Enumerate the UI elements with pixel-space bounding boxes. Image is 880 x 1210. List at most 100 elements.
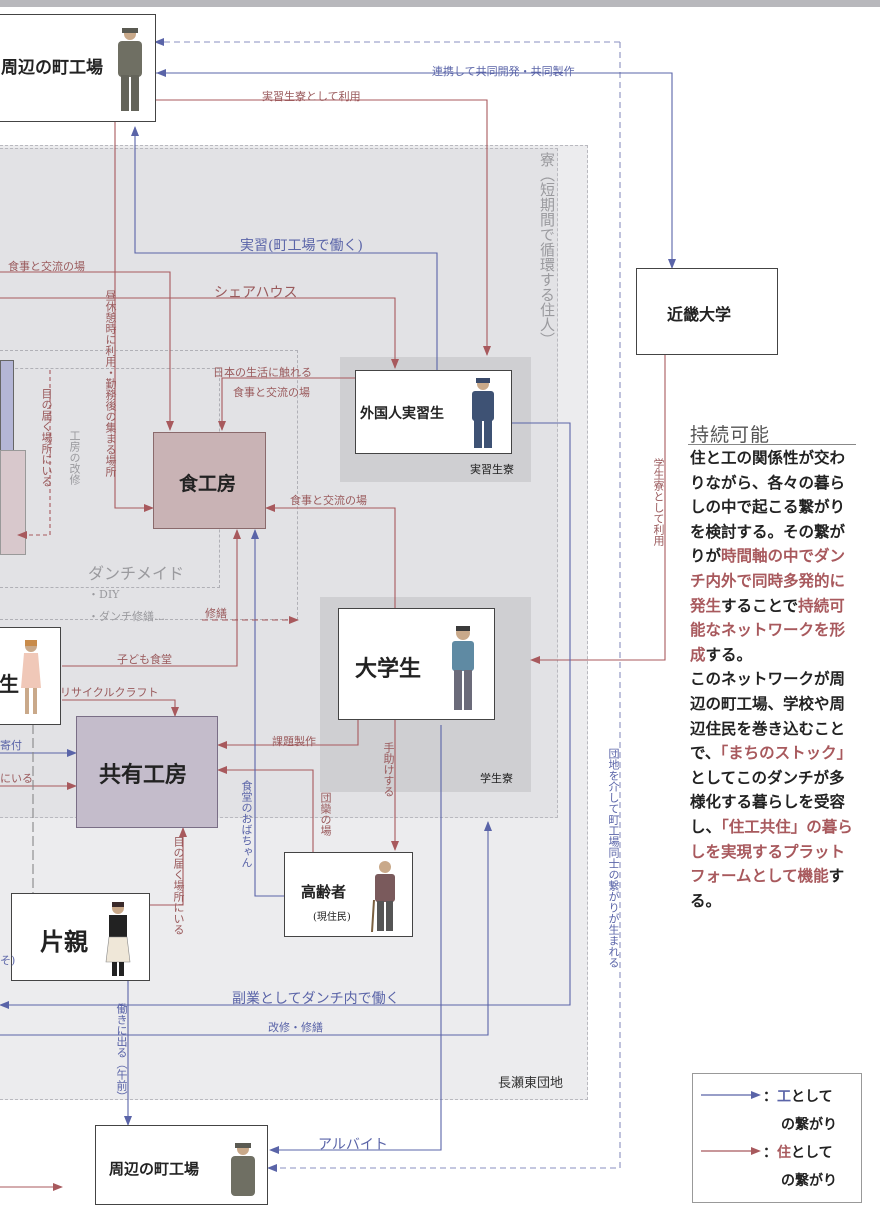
elderly-label: 高齢者 (301, 883, 347, 901)
legend-blue-char: 工 (777, 1089, 791, 1105)
label-recycle: リサイクルクラフト (60, 686, 159, 699)
label-kobo-kaishu: 工房の改修 (68, 430, 81, 485)
kindai-label: 近畿大学 (667, 305, 732, 324)
label-nihon-2: 食事と交流の場 (233, 386, 310, 399)
sidebar-p1-c: する。 (705, 644, 753, 664)
label-danran: 団欒の場 (319, 792, 332, 836)
label-hiru-kyukei: 昼休憩時に利用・勤務後の集まる場所 (104, 290, 117, 477)
parent-figure-icon (105, 902, 131, 976)
student-box: 大学生 (338, 608, 495, 720)
label-kodomo: 子ども食堂 (117, 653, 172, 666)
elderly-figure-icon (371, 861, 395, 933)
legend-red-row: ：住として (763, 1142, 863, 1162)
link-gakusei-ryo (530, 355, 666, 664)
single-parent-label: 片親 (40, 927, 88, 956)
label-shokuji-1: 食事と交流の場 (8, 260, 85, 273)
legend-blue-colon: ： (763, 1089, 777, 1105)
kindai-box: 近畿大学 (636, 268, 778, 355)
dorm-caption: 寮（短期間で循環する住人） (538, 152, 556, 347)
link-recycle (62, 699, 179, 717)
sidebar-p2-hl2: 「住工共住」の暮らしを実現するプラットフォームとして機能 (690, 816, 853, 886)
legend-red-colon: ： (763, 1145, 777, 1161)
link-factory-down (114, 122, 154, 512)
legend-blue-row: ：工として (763, 1086, 863, 1106)
child-label-cut: 生 (0, 672, 19, 696)
label-hataraki: 働きに出る（午前） (115, 1003, 128, 1102)
link-shokuji-2 (265, 504, 396, 608)
label-kaishu: 改修・修繕 (268, 1021, 323, 1034)
sidebar-rule (688, 444, 856, 445)
label-shuzen: 修繕 (205, 607, 227, 620)
sidebar-p2-b: としてこのダンチが多様化する暮らしを受容し、 (690, 767, 846, 836)
factory-bottom-label: 周辺の町工場 (109, 1160, 200, 1178)
shokukobo-block: 食工房 (153, 432, 266, 529)
link-trainee-right (0, 422, 571, 1009)
sidebar-p1-a: 住と工の関係性が交わりながら、各々の暮らしの中で起こる繋がりを検討する。その繋が… (690, 448, 846, 566)
trainee-figure-icon (472, 378, 494, 448)
factory-top-label: 周辺の町工場 (1, 58, 103, 78)
child-box: 生 (0, 627, 61, 725)
link-danran (217, 766, 314, 852)
legend-blue-line2: の繋がり (781, 1117, 837, 1133)
sidebar-p1-hl2: 持続可能なネットワークを形成 (690, 595, 846, 664)
link-jisshu-work (131, 126, 438, 370)
sidebar-p1-hl1: 時間軸の中でダンチ内外で同時多発的に発生 (690, 546, 846, 615)
label-me-no-todoku-2: 目の届く場所にいる (172, 836, 185, 935)
label-nihon-1: 日本の生活に触れる (213, 366, 312, 379)
danchi-label: 長瀬東団地 (498, 1076, 564, 1091)
legend-blue-line (701, 1091, 761, 1099)
label-obachan: 食堂のおばちゃん (240, 780, 253, 868)
elderly-box: 高齢者 (現住民) (284, 852, 413, 937)
sidebar-p2-hl1: 「まちのストック」 (720, 743, 853, 763)
sidebar-p2-c: する。 (690, 866, 845, 910)
danchi-made-title: ダンチメイド (88, 564, 185, 583)
elderly-note: (現住民) (313, 912, 351, 923)
factory-top-box: 周辺の町工場 (0, 14, 156, 122)
student-figure-icon (452, 626, 474, 710)
link-dashed-top (267, 42, 621, 1172)
label-danchi-tsunagari: 団地を介して町工場同士の繋がりが生まれる (607, 748, 620, 968)
label-cut: そ) (0, 954, 16, 967)
label-arubaito: アルバイト (318, 1137, 388, 1153)
danchi-made-item1: ・DIY (88, 588, 120, 601)
label-gakusei-ryo: 学生寮として利用 (652, 458, 665, 546)
link-share-house (0, 297, 399, 369)
sidebar-text: 住と工の関係性が交わりながら、各々の暮らしの中で起こる繋がりを検討する。その繋が… (690, 446, 860, 913)
label-ni-iru: にいる (0, 772, 33, 785)
sidebar-title: 持続可能 (690, 424, 771, 446)
label-jisshu-ryo: 実習生寮として利用 (262, 90, 361, 103)
worker-figure-icon (118, 28, 142, 111)
label-fukugyo: 副業としてダンチ内で働く (232, 991, 400, 1007)
link-shokuji-1 (0, 271, 174, 431)
legend: ：工として の繋がり ：住として の繋がり (692, 1073, 862, 1203)
top-bar (0, 0, 880, 7)
student-label: 大学生 (355, 656, 422, 682)
link-jisshu-ryo (153, 99, 491, 356)
label-kifu: 寄付 (0, 739, 22, 752)
sidebar-p2-a: このネットワークが周辺の町工場、学校や周辺住民を巻き込むことで、 (690, 669, 846, 763)
link-obachan (251, 529, 284, 897)
factory-bottom-box: 周辺の町工場 (95, 1125, 268, 1205)
kyoyu-kobo-block: 共有工房 (76, 716, 218, 828)
inner-zone (0, 350, 298, 620)
label-shokuji-2: 食事と交流の場 (290, 494, 367, 507)
link-left-dash-2 (17, 370, 51, 539)
child-figure-icon (21, 640, 41, 714)
legend-red-line2: の繋がり (781, 1173, 837, 1189)
legend-red-rest: として (791, 1145, 833, 1161)
sidebar-p1-b: することで (721, 595, 799, 615)
trainee-dorm-label: 実習生寮 (470, 463, 514, 476)
kyoyu-kobo-label: 共有工房 (99, 762, 188, 788)
legend-red-char: 住 (777, 1145, 791, 1161)
foreign-trainee-box: 外国人実習生 (355, 370, 512, 454)
danchi-made-item2: ・ダンチ修繕… (88, 610, 165, 623)
link-me-no-todoku-2 (150, 827, 187, 906)
label-tedasuke: 手助けする (382, 742, 395, 797)
single-parent-box: 片親 (11, 893, 150, 981)
link-kodomo (62, 529, 241, 667)
link-kadai (217, 720, 359, 749)
link-arubaito (269, 725, 442, 1154)
foreign-trainee-label: 外国人実習生 (360, 406, 444, 422)
